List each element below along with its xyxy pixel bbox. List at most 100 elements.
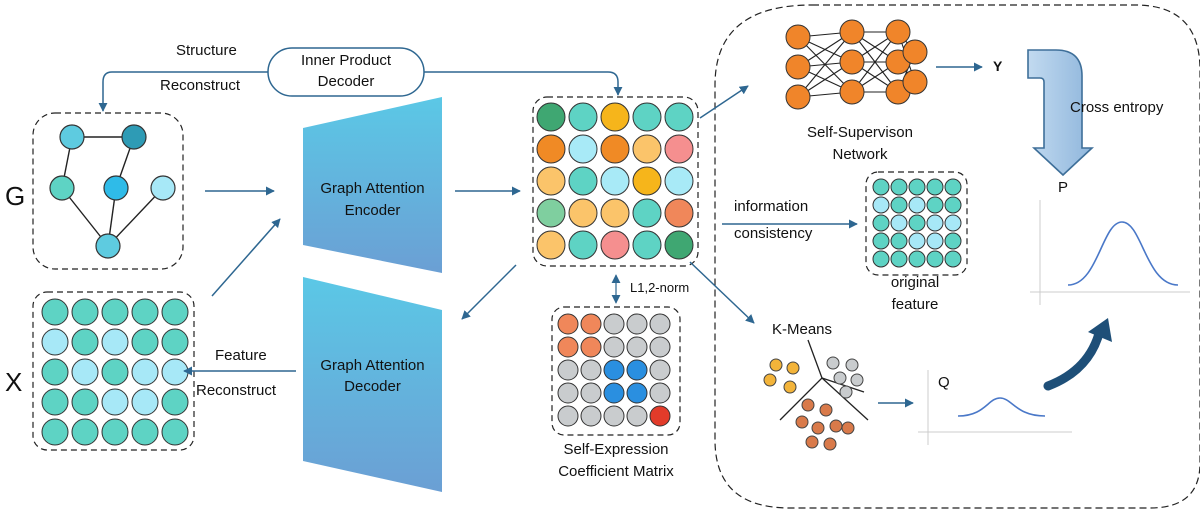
- latent-representation-matrix: [536, 102, 694, 260]
- cluster-point-gray: [850, 373, 864, 387]
- arrow-latent-to-decoder: [461, 264, 517, 320]
- graph-node: [121, 124, 147, 150]
- network-node: [902, 69, 928, 95]
- matrix-cell: [600, 102, 630, 132]
- matrix-cell: [649, 359, 671, 381]
- matrix-cell: [161, 388, 189, 416]
- matrix-cell: [600, 166, 630, 196]
- matrix-cell: [890, 178, 908, 196]
- matrix-cell: [649, 382, 671, 404]
- matrix-cell: [536, 230, 566, 260]
- q-to-p-arrow: [1043, 325, 1105, 391]
- feature-matrix-x: [41, 298, 189, 446]
- cluster-point-gray: [845, 358, 859, 372]
- matrix-cell: [944, 196, 962, 214]
- network-edge: [851, 31, 899, 93]
- matrix-cell: [649, 313, 671, 335]
- original-feature-matrix: [872, 178, 962, 268]
- matrix-cell: [580, 405, 602, 427]
- kmeans-separators: [779, 339, 869, 421]
- matrix-cell: [131, 388, 159, 416]
- matrix-cell: [926, 178, 944, 196]
- matrix-cell: [41, 328, 69, 356]
- matrix-cell: [41, 358, 69, 386]
- matrix-cell: [557, 359, 579, 381]
- matrix-cell: [664, 198, 694, 228]
- matrix-cell: [603, 313, 625, 335]
- matrix-cell: [101, 298, 129, 326]
- network-node: [785, 24, 811, 50]
- reconstruct-bottom-label: Reconstruct: [196, 382, 277, 399]
- matrix-cell: [101, 388, 129, 416]
- matrix-cell: [41, 388, 69, 416]
- matrix-cell: [568, 166, 598, 196]
- kmeans-points: [763, 356, 864, 451]
- matrix-cell: [580, 382, 602, 404]
- encoder-subtitle: Encoder: [344, 202, 401, 219]
- graph-nodes: [49, 124, 176, 259]
- cross-entropy-label: Cross entropy: [1070, 99, 1164, 116]
- matrix-cell: [580, 313, 602, 335]
- matrix-cell: [872, 196, 890, 214]
- graph-attention-encoder: [303, 97, 442, 273]
- self-supervision-subtitle: Network: [832, 146, 888, 163]
- arrow-x-to-encoder: [211, 218, 281, 297]
- matrix-cell: [632, 102, 662, 132]
- network-node: [785, 54, 811, 80]
- arrow-latent-to-network: [699, 85, 749, 119]
- matrix-cell: [872, 232, 890, 250]
- network-node: [839, 49, 865, 75]
- matrix-cell: [71, 298, 99, 326]
- q-curve: [957, 397, 1046, 417]
- matrix-cell: [632, 198, 662, 228]
- decoder-subtitle: Decoder: [344, 378, 401, 395]
- matrix-cell: [944, 232, 962, 250]
- matrix-cell: [71, 328, 99, 356]
- matrix-cell: [626, 313, 648, 335]
- cluster-point-yellow: [783, 380, 797, 394]
- matrix-cell: [131, 328, 159, 356]
- matrix-cell: [649, 405, 671, 427]
- matrix-cell: [890, 196, 908, 214]
- cross-entropy-arrow: [1027, 49, 1095, 177]
- matrix-cell: [71, 358, 99, 386]
- matrix-cell: [649, 336, 671, 358]
- matrix-cell: [161, 298, 189, 326]
- matrix-cell: [557, 336, 579, 358]
- inner-product-title: Inner Product: [300, 52, 392, 69]
- cluster-point-brown: [819, 403, 833, 417]
- matrix-cell: [161, 328, 189, 356]
- matrix-cell: [908, 214, 926, 232]
- matrix-cell: [926, 232, 944, 250]
- l12-norm-label: L1,2-norm: [630, 280, 690, 295]
- graph-attention-decoder: [303, 277, 442, 492]
- cluster-point-brown: [811, 421, 825, 435]
- graph-label-g: G: [5, 181, 26, 211]
- consistency-label: consistency: [734, 225, 813, 242]
- arrow-latent-to-kmeans: [689, 261, 755, 324]
- matrix-cell: [101, 328, 129, 356]
- matrix-cell: [71, 388, 99, 416]
- matrix-cell: [41, 418, 69, 446]
- matrix-cell: [944, 250, 962, 268]
- network-node: [902, 39, 928, 65]
- matrix-cell: [536, 134, 566, 164]
- matrix-cell: [632, 166, 662, 196]
- network-node: [885, 19, 911, 45]
- self-supervision-title: Self-Supervison: [807, 124, 913, 141]
- matrix-cell: [908, 250, 926, 268]
- cluster-point-brown: [841, 421, 855, 435]
- matrix-label-x: X: [5, 367, 23, 397]
- self-expression-subtitle: Coefficient Matrix: [558, 463, 674, 480]
- p-distribution-plot: [1030, 200, 1190, 305]
- cluster-point-yellow: [763, 373, 777, 387]
- inner-product-subtitle: Decoder: [317, 73, 375, 90]
- flow-arrows: [98, 62, 983, 408]
- q-to-p-arrowhead: [1088, 318, 1112, 342]
- cluster-point-yellow: [769, 358, 783, 372]
- matrix-cell: [626, 336, 648, 358]
- matrix-cell: [580, 336, 602, 358]
- network-node: [839, 79, 865, 105]
- cluster-point-yellow: [786, 361, 800, 375]
- matrix-cell: [944, 214, 962, 232]
